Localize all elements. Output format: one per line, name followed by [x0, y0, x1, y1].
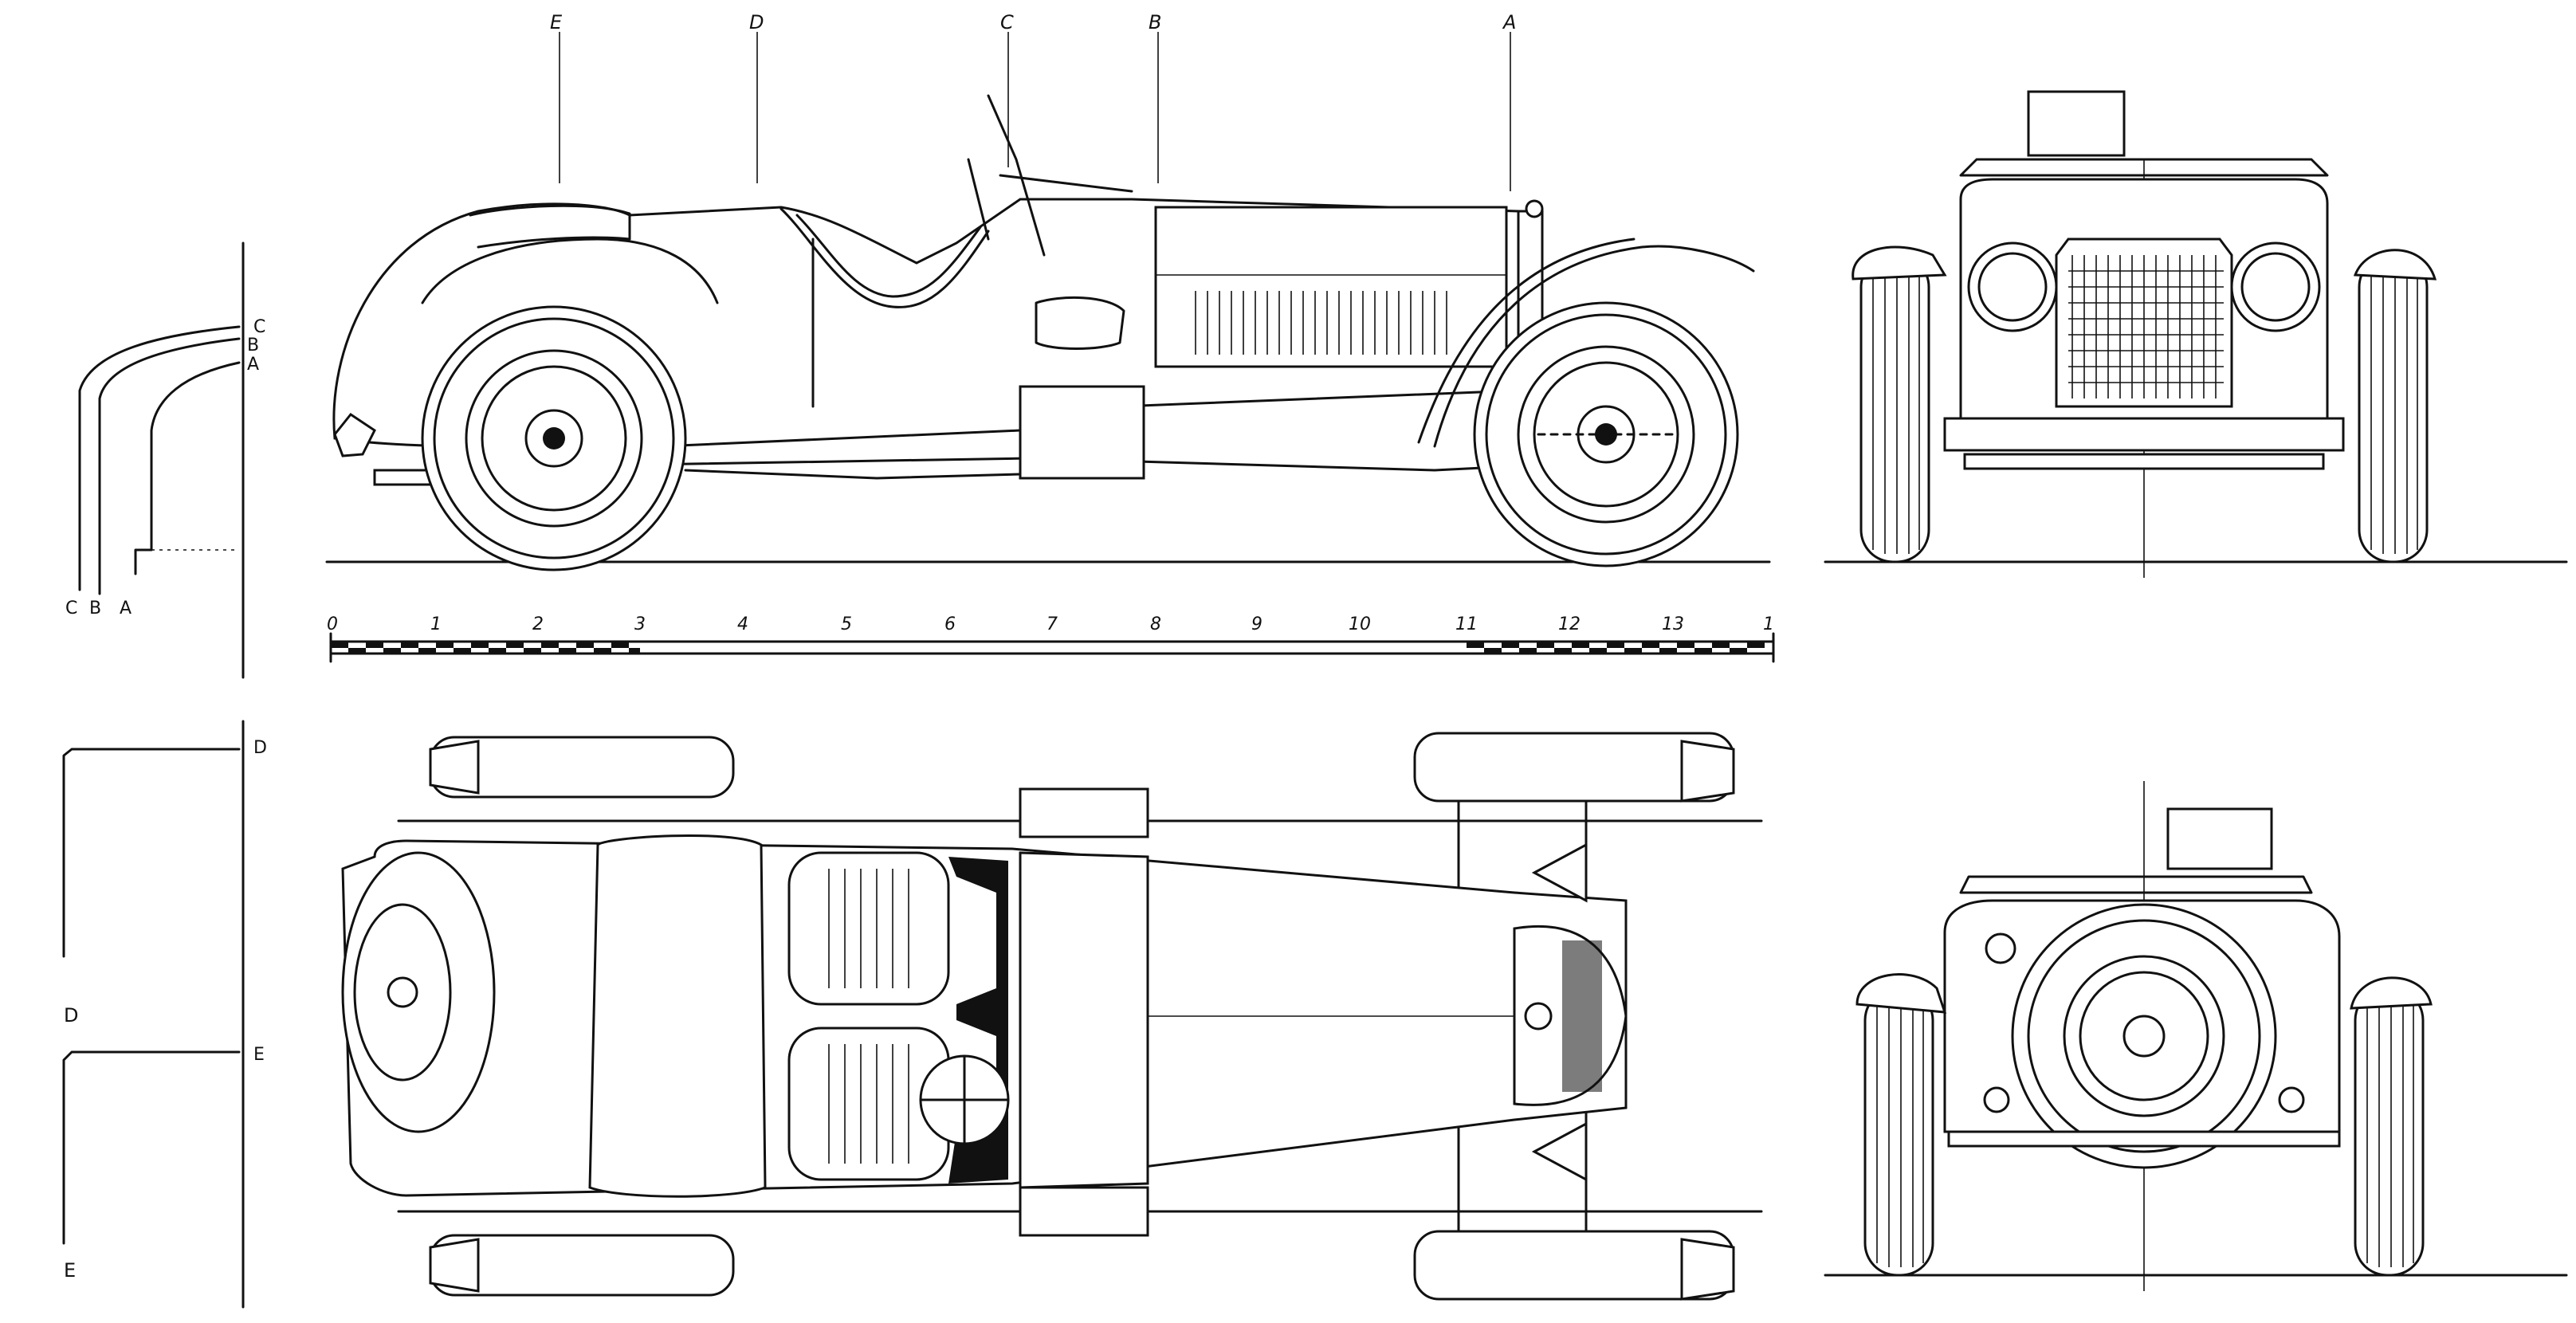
marker-E-side: E [550, 11, 563, 33]
marker-D-side: D [749, 11, 764, 33]
plan-spare-wheel [341, 851, 496, 1133]
scale-label-2: 2 [532, 614, 544, 634]
bonnet-louvres [1195, 291, 1447, 355]
marker-C-top: C [253, 317, 265, 337]
scale-label-10: 10 [1349, 614, 1371, 634]
seat-pleats [828, 869, 909, 1164]
rear-left-tire [1863, 987, 1934, 1277]
side-elevation: E D C B A [325, 11, 1771, 571]
scale-label-1: 1 [430, 614, 442, 634]
rear-wheel [421, 305, 687, 571]
marker-C-side: C [1000, 11, 1014, 33]
marker-D-plan: D [253, 738, 267, 758]
marker-A-top: A [247, 355, 259, 375]
plan-front-tire-bottom [1413, 1230, 1735, 1301]
scale-label-9: 9 [1251, 614, 1262, 634]
marker-A-side: A [1502, 11, 1516, 33]
scale-checkers [331, 642, 1765, 654]
section-profiles-ABC: C B A C B A [65, 241, 265, 679]
scale-label-7: 7 [1046, 614, 1058, 634]
scale-label-11: 11 [1455, 614, 1478, 634]
scale-label-3: 3 [634, 614, 646, 634]
scale-label-8: 8 [1150, 614, 1161, 634]
marker-D-left: D [64, 1004, 78, 1027]
section-lines: E D C B A [550, 11, 1516, 191]
plan-rear-tire-top [429, 736, 735, 799]
scale-label-6: 6 [944, 614, 956, 634]
radiator-grille [2068, 255, 2224, 398]
scale-bar: 0 1 2 3 4 5 6 7 8 9 10 11 12 13 1 [327, 614, 1775, 663]
scale-label-0: 0 [327, 614, 338, 634]
front-elevation [1824, 90, 2568, 578]
front-left-tire [1859, 253, 1930, 563]
plan-view [341, 732, 1763, 1301]
marker-C-bottom: C [65, 599, 77, 618]
scale-label-13: 13 [1662, 614, 1684, 634]
front-right-tire [2358, 253, 2429, 563]
marker-A-bottom: A [120, 599, 132, 618]
scale-label-14: 1 [1763, 614, 1774, 634]
marker-B-bottom: B [89, 599, 101, 618]
plan-rear-tire-bottom [429, 1234, 735, 1297]
scale-label-5: 5 [841, 614, 852, 634]
scale-label-12: 12 [1558, 614, 1581, 634]
marker-E-left: E [64, 1259, 76, 1282]
rear-spare-wheel [2011, 903, 2277, 1169]
section-profiles-DE: D E D E [62, 720, 267, 1309]
marker-B-side: B [1149, 11, 1161, 33]
rear-right-tire [2354, 987, 2425, 1277]
marker-B-top: B [247, 336, 259, 355]
plan-front-tire-top [1413, 732, 1735, 803]
marker-E-plan: E [253, 1045, 265, 1065]
rear-elevation [1824, 781, 2568, 1291]
scale-label-4: 4 [737, 614, 748, 634]
